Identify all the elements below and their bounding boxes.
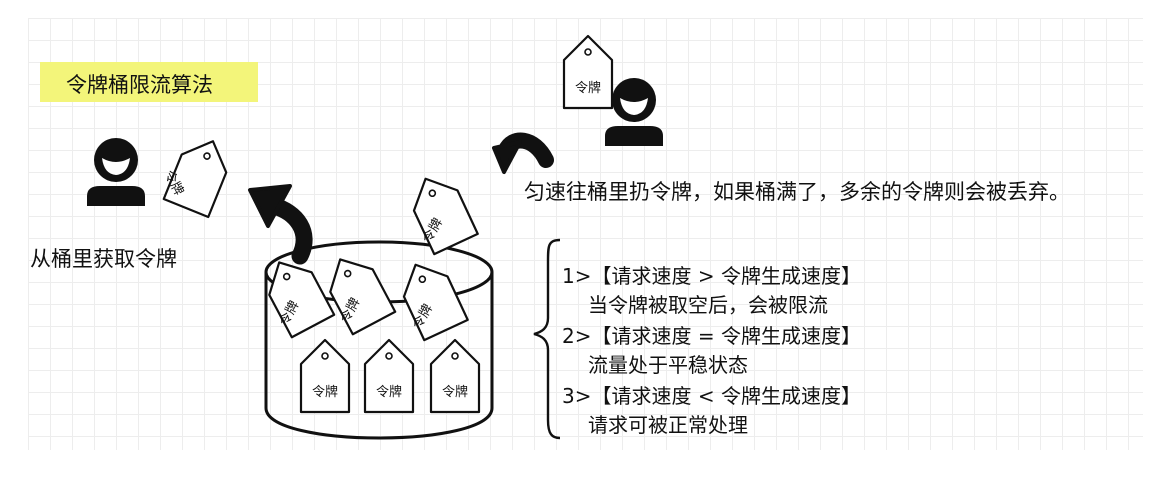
token-label: 令牌 — [575, 80, 601, 96]
arrow-out-of-bucket-icon — [248, 184, 313, 265]
incoming-token — [562, 34, 614, 110]
falling-token — [402, 167, 479, 256]
diagram-title: 令牌桶限流算法 — [66, 73, 213, 97]
case-3-detail: 请求可被正常处理 — [588, 413, 748, 437]
bucket-token — [429, 338, 481, 414]
token-label: 令牌 — [312, 384, 338, 400]
case-1-detail: 当令牌被取空后，会被限流 — [588, 293, 828, 317]
case-1-heading: 1>【请求速度 > 令牌生成速度】 — [562, 264, 861, 288]
person-icon-consumer — [87, 138, 145, 206]
bucket-token — [317, 247, 397, 336]
title-highlight — [40, 62, 258, 102]
curly-brace — [533, 238, 561, 440]
fill-description: 匀速往桶里扔令牌，如果桶满了，多余的令牌则会被丢弃。 — [524, 180, 1070, 204]
case-2-detail: 流量处于平稳状态 — [588, 353, 748, 377]
bucket-token — [392, 253, 469, 342]
token-label: 令牌 — [376, 384, 402, 400]
arrow-into-bucket-icon — [492, 132, 554, 174]
bucket-token — [363, 338, 415, 414]
case-2-heading: 2>【请求速度 = 令牌生成速度】 — [562, 324, 861, 348]
person-icon-producer — [605, 78, 663, 146]
token-label: 令牌 — [442, 384, 468, 400]
case-3-heading: 3>【请求速度 < 令牌生成速度】 — [562, 384, 861, 408]
take-description: 从桶里获取令牌 — [30, 247, 177, 271]
bucket-token — [299, 338, 351, 414]
